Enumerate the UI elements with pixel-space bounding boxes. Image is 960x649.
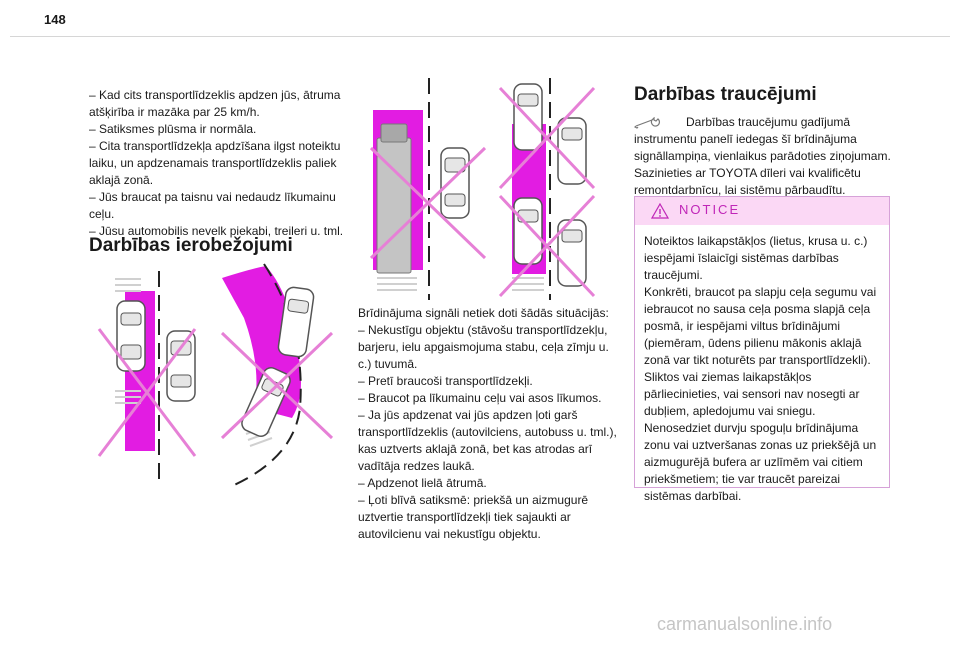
conditions-list: – Kad cits transportlīdzeklis apdzen jūs…: [89, 87, 349, 240]
malfunctions-text: Darbības traucējumu gadījumā instrumentu…: [634, 115, 891, 197]
warning-triangle-icon: [651, 203, 669, 219]
malfunctions-heading: Darbības traucējumi: [634, 84, 817, 105]
list-item: – Kad cits transportlīdzeklis apdzen jūs…: [89, 88, 341, 119]
page-number: 148: [44, 12, 66, 27]
list-item: – Jūs braucat pa taisnu vai nedaudz līku…: [89, 190, 336, 221]
list-item: – Satiksmes plūsma ir normāla.: [89, 122, 257, 136]
list-item: – Cita transportlīdzekļa apdzīšana ilgst…: [89, 139, 341, 187]
watermark: carmanualsonline.info: [657, 614, 833, 634]
list-item: – Pretī braucoši transportlīdzekļi.: [358, 374, 533, 388]
notice-box: NOTICE Noteiktos laikapstākļos (lietus, …: [634, 196, 890, 503]
notice-text: Noteiktos laikapstākļos (lietus, krusa u…: [644, 234, 877, 503]
limits-heading: Darbības ierobežojumi: [89, 235, 293, 256]
wrench-icon: [634, 117, 661, 129]
illustration-stationary-vehicle: [97, 271, 197, 486]
notice-header: NOTICE: [635, 197, 889, 225]
illustration-dense-traffic: [498, 78, 596, 300]
list-item: – Jūsu automobilis nevelk piekabi, treil…: [89, 224, 344, 238]
illustration-curved-road: [220, 263, 334, 487]
list-item: – Apdzenot lielā ātrumā.: [358, 476, 487, 490]
top-divider: [10, 36, 950, 37]
list-item: – Nekustīgu objektu (stāvošu transportlī…: [358, 323, 609, 371]
list-item: – Ļoti blīvā satiksmē: priekšā un aizmug…: [358, 493, 589, 541]
limitations-intro: Brīdinājuma signāli netiek doti šādās si…: [358, 306, 609, 320]
illustration-long-vehicle: [369, 78, 487, 300]
limitations-text: Brīdinājuma signāli netiek doti šādās si…: [358, 305, 620, 543]
list-item: – Braucot pa līkumainu ceļu vai asos līk…: [358, 391, 602, 405]
list-item: – Ja jūs apdzenat vai jūs apdzen ļoti ga…: [358, 408, 617, 473]
malfunctions-text-block: Darbības traucējumu gadījumā instrumentu…: [634, 114, 894, 199]
notice-label: NOTICE: [679, 202, 741, 217]
